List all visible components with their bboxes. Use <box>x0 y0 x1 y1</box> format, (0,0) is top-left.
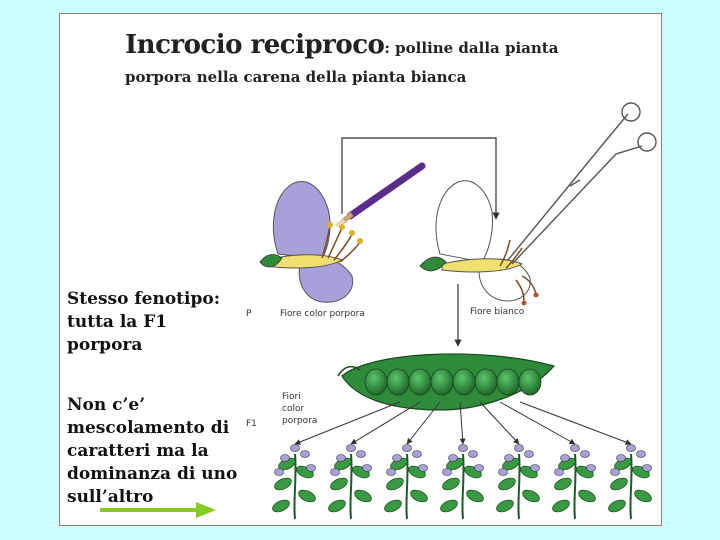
f1-plant-icon <box>440 444 484 520</box>
arrow-right-icon <box>100 502 216 518</box>
label-purple-flowers: color <box>282 404 304 414</box>
phenotype-line: Stesso fenotipo: <box>67 289 220 309</box>
pea <box>364 368 388 396</box>
pea <box>496 368 520 396</box>
dominance-line: dominanza di uno <box>67 464 238 484</box>
f1-plant-icon <box>496 444 540 520</box>
title-rest: : polline dalla pianta <box>384 39 559 57</box>
pea <box>430 368 454 396</box>
dominance-line: mescolamento di <box>67 418 230 438</box>
f1-plant-icon <box>608 444 652 520</box>
f1-plant-icon <box>384 444 428 520</box>
offspring-arrow <box>406 401 441 445</box>
pea <box>408 368 432 396</box>
offspring-arrow <box>479 401 520 445</box>
transfer-arrow <box>341 137 500 220</box>
f1-plant-icon <box>328 444 372 520</box>
pea <box>474 368 498 396</box>
label-purple-flowers: porpora <box>282 416 317 426</box>
label-purple-flower: Fiore color porpora <box>280 309 365 319</box>
label-white-flower: Fiore bianco <box>470 307 525 317</box>
pea <box>386 368 410 396</box>
phenotype-note: Stesso fenotipo: tutta la F1 porpora <box>67 288 257 357</box>
offspring-arrow <box>350 401 421 445</box>
dominance-line: caratteri ma la <box>67 441 209 461</box>
dominance-note: Non c’e’ mescolamento di caratteri ma la… <box>67 394 257 509</box>
pea <box>518 368 542 396</box>
offspring-arrow <box>294 401 401 445</box>
offspring-arrow <box>519 401 632 445</box>
phenotype-line: tutta la F1 <box>67 312 168 332</box>
paintbrush-icon <box>334 162 426 228</box>
title-line-2: porpora nella carena della pianta bianca <box>125 68 467 86</box>
label-f1: F1 <box>246 419 257 429</box>
label-p: P <box>246 309 252 319</box>
label-purple-flowers: Fiori <box>282 392 301 402</box>
pea-pod-icon <box>337 353 556 411</box>
cross-diagram: P Fiore color porpora Fiore bianco F1 Fi… <box>100 102 657 520</box>
purple-flower-icon <box>259 181 363 303</box>
offspring-arrow <box>499 401 576 445</box>
f1-plant-icon <box>272 444 316 520</box>
offspring-arrow <box>459 401 466 445</box>
dominance-line: sull’altro <box>67 487 154 507</box>
f1-plant-icon <box>552 444 596 520</box>
white-flower-icon <box>419 180 539 306</box>
dominance-line: Non c’e’ <box>67 395 146 415</box>
title-main: Incrocio reciproco <box>125 30 385 60</box>
slide: Incrocio reciproco: polline dalla pianta… <box>59 13 662 526</box>
pea <box>452 368 476 396</box>
title-line-1: Incrocio reciproco: polline dalla pianta <box>125 30 558 60</box>
phenotype-line: porpora <box>67 335 143 355</box>
scissors-icon <box>507 102 657 265</box>
